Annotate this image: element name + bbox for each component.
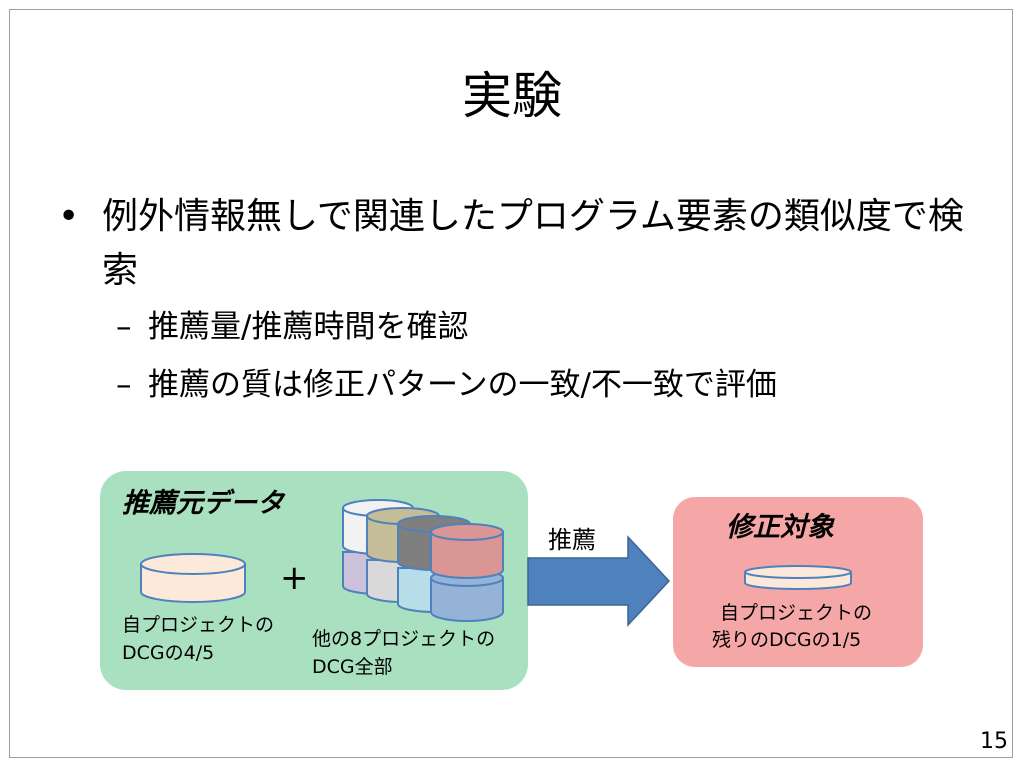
dash-marker: – (116, 309, 132, 345)
other-projects-caption-line2: DCG全部 (312, 656, 393, 678)
bullet-1-text: 例外情報無しで関連したプログラム要素の類似度で検索 (102, 196, 964, 291)
bullet-marker: • (58, 196, 80, 237)
target-caption-line1: 自プロジェクトの (720, 602, 873, 624)
other-project-disk-4 (430, 523, 504, 622)
own-project-caption-line2: DCGの4/5 (122, 642, 215, 664)
other-projects-caption-line1: 他の8プロジェクトの (312, 628, 496, 650)
source-data-label: 推薦元データ (122, 488, 284, 519)
sub-bullet-1: – 推薦量/推薦時間を確認 (116, 305, 996, 349)
slide-title: 実験 (462, 67, 562, 125)
bullet-1: • 例外情報無しで関連したプログラム要素の類似度で検索 (58, 190, 978, 298)
sub-bullet-1-text: 推薦量/推薦時間を確認 (148, 309, 469, 345)
recommend-arrow-label: 推薦 (548, 526, 596, 554)
page-number: 15 (980, 729, 1008, 754)
own-project-disk (140, 553, 246, 603)
dash-marker: – (116, 367, 132, 403)
target-disk (744, 565, 852, 590)
sub-bullet-2: – 推薦の質は修正パターンの一致/不一致で評価 (116, 363, 996, 407)
target-label: 修正対象 (726, 512, 834, 543)
own-project-caption-line1: 自プロジェクトの (122, 614, 275, 636)
plus-sign: + (280, 558, 309, 598)
slide-frame (9, 9, 1013, 758)
recommend-arrow (527, 535, 671, 627)
target-caption-line2: 残りのDCGの1/5 (712, 629, 862, 651)
sub-bullet-2-text: 推薦の質は修正パターンの一致/不一致で評価 (148, 367, 777, 403)
